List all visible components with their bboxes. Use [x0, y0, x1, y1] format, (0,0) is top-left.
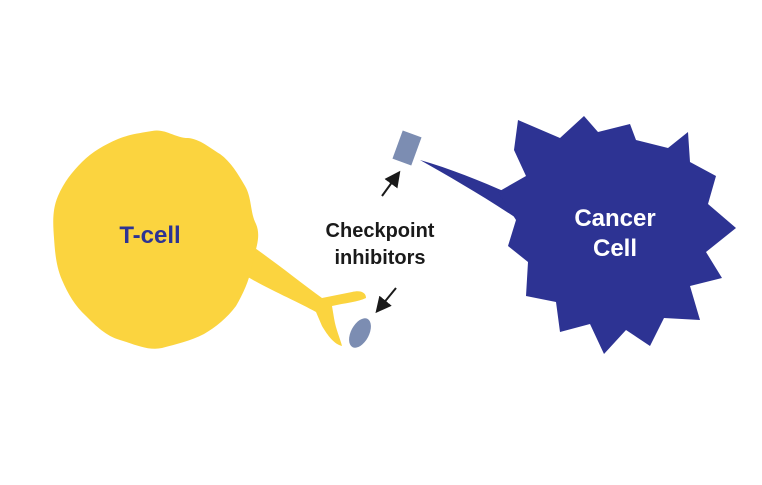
arrow-to-rectangle: [381, 170, 401, 197]
inhibitor-ellipse: [349, 318, 371, 348]
cancer-cell-label-line2: Cell: [592, 235, 637, 262]
inhibitor-rectangle: [392, 130, 422, 166]
cancer-cell-label: Cancer Cell: [540, 204, 690, 264]
t-cell-label: T-cell: [119, 222, 181, 249]
t-cell-receptor: [246, 246, 366, 346]
cancer-cell-label-line1: Cancer: [574, 205, 656, 232]
cancer-cell-body: [498, 116, 736, 354]
t-cell-body: [53, 130, 259, 349]
arrow-to-ellipse: [375, 287, 397, 314]
checkpoint-inhibitors-label: Checkpoint inhibitors: [325, 220, 435, 269]
